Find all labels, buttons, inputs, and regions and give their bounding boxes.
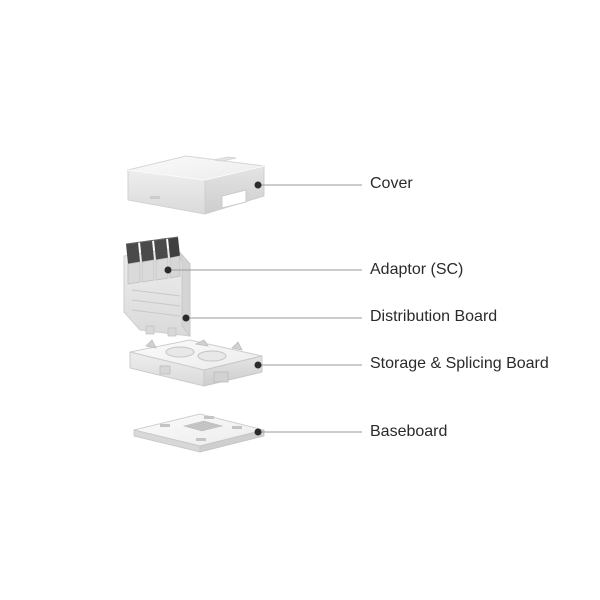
marker-dot-storage	[254, 361, 262, 369]
storage-splicing-board-part	[129, 339, 263, 387]
leader-lines	[164, 181, 362, 436]
marker-dot-adaptor	[164, 266, 172, 274]
label-adaptor-sc: Adaptor (SC)	[370, 261, 464, 278]
adaptor-sc-part	[125, 236, 181, 285]
label-distribution-board: Distribution Board	[370, 308, 498, 325]
label-cover: Cover	[370, 175, 413, 192]
label-storage-splicing-board: Storage & Splicing Board	[370, 355, 549, 372]
marker-dot-baseboard	[254, 428, 262, 436]
marker-dot-cover	[254, 181, 262, 189]
cover-part	[127, 155, 265, 215]
label-baseboard: Baseboard	[370, 423, 448, 440]
baseboard-part	[133, 413, 265, 453]
marker-dot-distribution	[182, 314, 190, 322]
